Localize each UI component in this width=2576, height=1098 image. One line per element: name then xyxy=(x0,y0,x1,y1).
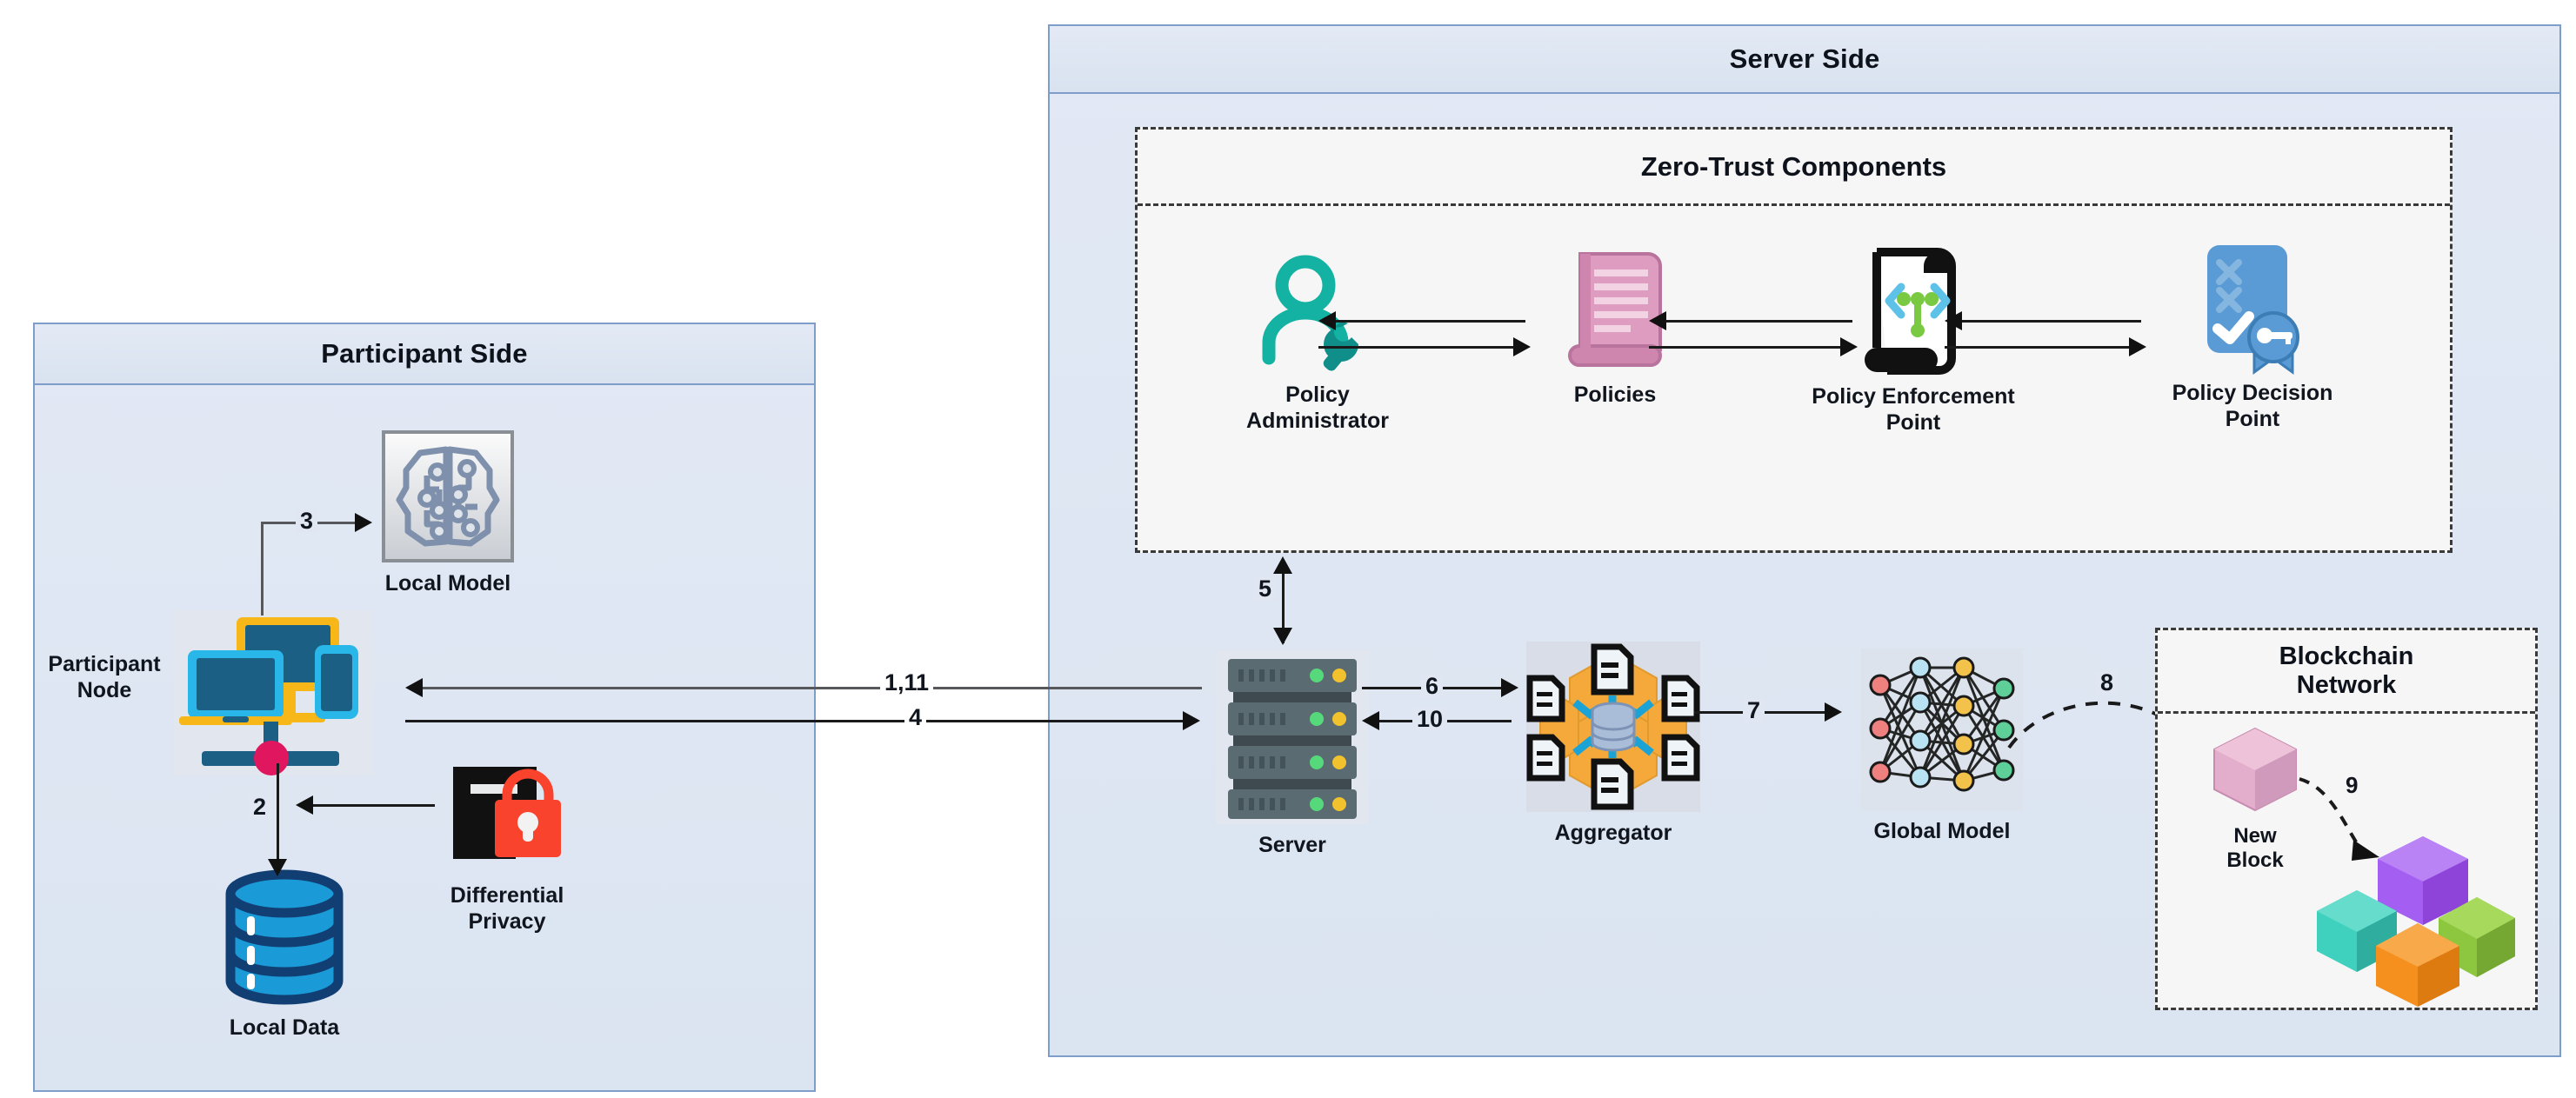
edge-dp-to-node-line xyxy=(306,804,435,807)
participant-node[interactable] xyxy=(174,610,374,775)
participant-side-header: Participant Side xyxy=(35,324,814,385)
blockchain-network-title: Blockchain Network xyxy=(2279,642,2414,699)
pink-cube-icon xyxy=(2207,725,2303,815)
linked-cubes-icon xyxy=(2306,805,2515,1007)
edge-server-to-zerotrust-line xyxy=(1282,563,1285,643)
policy-administrator-label: Policy Administrator xyxy=(1246,383,1389,433)
edge-server-to-participant-arrowhead xyxy=(405,678,423,697)
cross-edge-label-1-11: 1,11 xyxy=(880,671,934,695)
database-icon xyxy=(219,868,350,1007)
new-block-label: New Block xyxy=(2226,824,2284,873)
edge-server-to-participant-line xyxy=(416,687,1202,689)
participant-side-title: Participant Side xyxy=(321,338,528,369)
edge-server-to-aggregator-arrowhead xyxy=(1501,678,1518,697)
local-model-label: Local Model xyxy=(384,571,511,596)
edge-policies-to-pa-line xyxy=(1329,320,1525,323)
edge-aggregator-to-server-arrowhead xyxy=(1362,711,1379,730)
server-label: Server xyxy=(1258,833,1326,857)
cross-edge-label-4: 4 xyxy=(904,706,927,729)
certificate-key-icon xyxy=(2193,240,2312,375)
edge-pep-to-policies-line xyxy=(1659,320,1852,323)
local-data-label: Local Data xyxy=(229,1015,340,1040)
edge-newblock-to-chain xyxy=(2299,777,2379,861)
edge-pa-to-policies-line xyxy=(1318,346,1515,349)
edge-pa-to-policies-arrowhead xyxy=(1513,337,1531,356)
edge-policies-to-pa-arrowhead xyxy=(1318,311,1336,330)
edge-label-10: 10 xyxy=(1412,708,1448,731)
edge-server-to-zerotrust-arrowhead-down xyxy=(1273,628,1292,645)
edge-label-6: 6 xyxy=(1421,675,1444,698)
differential-privacy-label: Differential Privacy xyxy=(450,883,564,934)
edge-aggregator-to-globalmodel-arrowhead xyxy=(1825,702,1842,722)
local-model-node[interactable]: Local Model xyxy=(374,430,522,597)
user-wrench-icon xyxy=(1255,252,1380,374)
new-block-node[interactable]: New Block xyxy=(2190,725,2320,874)
policy-decision-point-node[interactable]: Policy Decision Point xyxy=(2122,240,2383,432)
edge-pep-to-pdp-arrowhead xyxy=(2129,337,2146,356)
brain-circuit-icon xyxy=(382,430,514,562)
edge-pep-to-pdp-line xyxy=(1945,346,2131,349)
server-side-header: Server Side xyxy=(1050,26,2559,94)
server-side-title: Server Side xyxy=(1729,43,1880,74)
edge-node-to-localmodel-vertical xyxy=(261,522,264,616)
scroll-pink-icon xyxy=(1561,249,1669,374)
edge-node-to-localdata-arrowhead xyxy=(268,859,287,876)
edge-pep-to-policies-arrowhead xyxy=(1649,311,1666,330)
edge-label-3: 3 xyxy=(296,509,318,533)
global-model-label: Global Model xyxy=(1873,819,2011,843)
edge-server-to-zerotrust-arrowhead-up xyxy=(1273,556,1292,574)
zero-trust-header: Zero-Trust Components xyxy=(1138,130,2450,206)
policies-node[interactable]: Policies xyxy=(1528,249,1702,409)
edge-pdp-to-pep-line xyxy=(1955,320,2141,323)
edge-node-to-localdata-vertical xyxy=(277,763,279,872)
edge-node-to-localmodel-arrowhead xyxy=(355,513,372,532)
global-model-node[interactable]: Global Model xyxy=(1842,649,2042,845)
aggregator-node[interactable]: Aggregator xyxy=(1513,642,1713,847)
scroll-code-icon xyxy=(1854,243,1972,376)
differential-privacy-node[interactable]: Differential Privacy xyxy=(424,763,590,935)
edge-participant-to-server-line xyxy=(405,720,1193,722)
local-data-node[interactable]: Local Data xyxy=(202,868,367,1041)
policy-administrator-node[interactable]: Policy Administrator xyxy=(1218,252,1418,434)
aggregator-hex-icon xyxy=(1526,642,1700,812)
neural-network-icon xyxy=(1861,649,2023,810)
server-node[interactable]: Server xyxy=(1205,650,1379,859)
edge-label-2: 2 xyxy=(249,795,271,819)
policies-label: Policies xyxy=(1573,383,1657,407)
edge-dp-to-node-arrowhead xyxy=(296,795,313,815)
edge-policies-to-pep-arrowhead xyxy=(1840,337,1858,356)
policy-decision-point-label: Policy Decision Point xyxy=(2172,381,2333,431)
edge-policies-to-pep-line xyxy=(1649,346,1842,349)
document-lock-icon xyxy=(446,763,568,875)
policy-enforcement-point-node[interactable]: Policy Enforcement Point xyxy=(1774,243,2052,436)
edge-participant-to-server-arrowhead xyxy=(1183,711,1200,730)
edge-label-7: 7 xyxy=(1743,699,1765,722)
server-rack-icon xyxy=(1216,650,1369,824)
aggregator-label: Aggregator xyxy=(1554,821,1672,845)
participant-node-label: Participant Node xyxy=(48,652,161,702)
blockchain-network-header: Blockchain Network xyxy=(2158,630,2535,714)
edge-label-8: 8 xyxy=(2096,671,2119,695)
devices-icon xyxy=(174,610,374,775)
edge-label-5: 5 xyxy=(1254,577,1277,601)
zero-trust-title: Zero-Trust Components xyxy=(1640,150,1947,182)
policy-enforcement-point-label: Policy Enforcement Point xyxy=(1812,384,2015,435)
edge-pdp-to-pep-arrowhead xyxy=(1945,311,1962,330)
edge-label-9: 9 xyxy=(2341,774,2363,796)
